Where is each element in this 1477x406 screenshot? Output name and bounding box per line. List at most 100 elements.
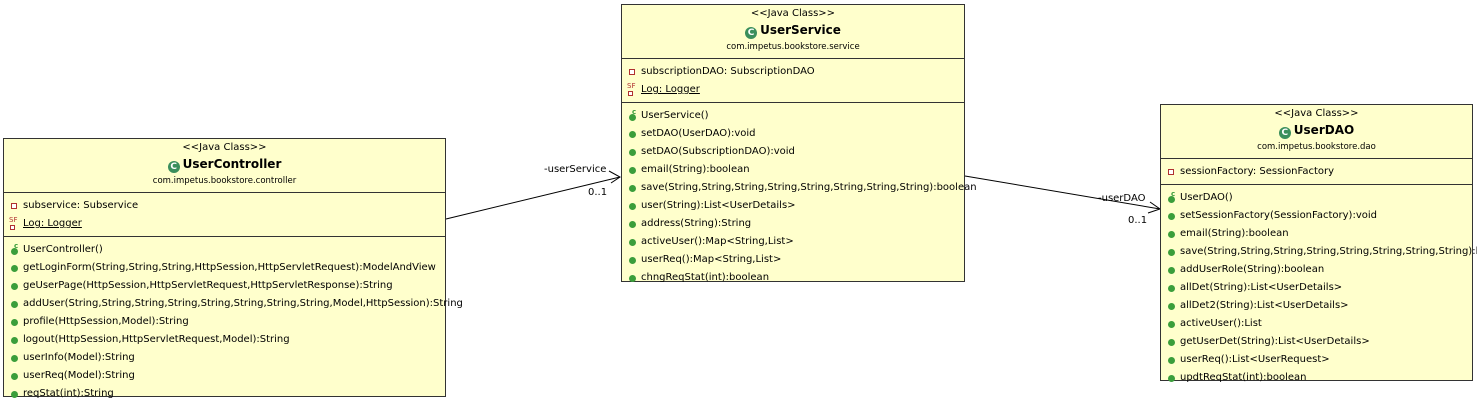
method-row: allDet(String):List<UserDetails> bbox=[1161, 279, 1472, 297]
private-icon bbox=[629, 69, 635, 75]
association-line-service-dao bbox=[964, 175, 1161, 210]
method-row: reqStat(int):String bbox=[4, 385, 445, 403]
public-icon bbox=[629, 239, 636, 246]
public-icon bbox=[11, 391, 18, 398]
method-row: getUserDet(String):List<UserDetails> bbox=[1161, 333, 1472, 351]
public-icon bbox=[629, 257, 636, 264]
public-icon bbox=[629, 167, 636, 174]
multiplicity-label-userservice: 0..1 bbox=[588, 187, 608, 198]
role-label-userdao: -userDAO bbox=[1098, 193, 1146, 204]
public-icon bbox=[629, 275, 636, 282]
public-icon bbox=[629, 185, 636, 192]
stereotype-label: <<Java Class>> bbox=[182, 142, 267, 153]
method-row: email(String):boolean bbox=[622, 161, 964, 179]
field-row: subservice: Subservice bbox=[4, 197, 445, 215]
static-final-icon: SF bbox=[9, 216, 18, 224]
public-icon bbox=[11, 301, 18, 308]
public-icon bbox=[1168, 231, 1175, 238]
fields-section: sessionFactory: SessionFactory bbox=[1161, 159, 1472, 185]
field-row: sessionFactory: SessionFactory bbox=[1161, 163, 1472, 181]
method-row: setDAO(SubscriptionDAO):void bbox=[622, 143, 964, 161]
method-row: profile(HttpSession,Model):String bbox=[4, 313, 445, 331]
public-icon bbox=[1168, 321, 1175, 328]
method-row: getLoginForm(String,String,String,HttpSe… bbox=[4, 259, 445, 277]
stereotype-label: <<Java Class>> bbox=[750, 8, 836, 19]
package-label: com.impetus.bookstore.service bbox=[726, 42, 860, 52]
stereotype-label: <<Java Class>> bbox=[1274, 108, 1359, 119]
field-row: subscriptionDAO: SubscriptionDAO bbox=[622, 63, 964, 81]
public-icon bbox=[1168, 285, 1175, 292]
method-row: save(String,String,String,String,String,… bbox=[1161, 243, 1477, 261]
method-row: updtReqStat(int):boolean bbox=[1161, 369, 1472, 387]
method-row: setSessionFactory(SessionFactory):void bbox=[1161, 207, 1472, 225]
method-row: user(String):List<UserDetails> bbox=[622, 197, 964, 215]
method-row: addUserRole(String):boolean bbox=[1161, 261, 1472, 279]
public-icon bbox=[11, 319, 18, 326]
method-row: userReq():Map<String,List> bbox=[622, 251, 964, 269]
method-row: userReq(Model):String bbox=[4, 367, 445, 385]
class-icon: C bbox=[745, 27, 758, 39]
package-label: com.impetus.bookstore.controller bbox=[152, 176, 297, 186]
association-line-controller-service bbox=[445, 176, 621, 220]
method-row: addUser(String,String,String,String,Stri… bbox=[4, 295, 463, 313]
constructor-icon bbox=[1168, 196, 1175, 203]
association-arrowhead-service bbox=[608, 170, 621, 184]
method-row: activeUser():List bbox=[1161, 315, 1472, 333]
public-icon bbox=[11, 355, 18, 362]
method-row: save(String,String,String,String,String,… bbox=[622, 179, 977, 197]
constructor-icon bbox=[629, 114, 636, 121]
constructor-icon bbox=[11, 248, 18, 255]
method-row: userReq():List<UserRequest> bbox=[1161, 351, 1472, 369]
method-row: setDAO(UserDAO):void bbox=[622, 125, 964, 143]
public-icon bbox=[629, 149, 636, 156]
public-icon bbox=[629, 131, 636, 138]
public-icon bbox=[11, 373, 18, 380]
method-row: email(String):boolean bbox=[1161, 225, 1472, 243]
method-row: logout(HttpSession,HttpServletRequest,Mo… bbox=[4, 331, 445, 349]
public-icon bbox=[1168, 339, 1175, 346]
public-icon bbox=[11, 265, 18, 272]
public-icon bbox=[629, 221, 636, 228]
class-icon: C bbox=[167, 161, 180, 173]
public-icon bbox=[629, 203, 636, 210]
public-icon bbox=[11, 283, 18, 290]
private-icon bbox=[11, 203, 17, 209]
public-icon bbox=[11, 337, 18, 344]
method-row: userInfo(Model):String bbox=[4, 349, 445, 367]
public-icon bbox=[1168, 357, 1175, 364]
public-icon bbox=[1168, 267, 1175, 274]
public-icon bbox=[1168, 375, 1175, 382]
public-icon bbox=[1168, 303, 1175, 310]
public-icon bbox=[1168, 213, 1175, 220]
method-row: activeUser():Map<String,List> bbox=[622, 233, 964, 251]
static-final-icon: SF bbox=[627, 82, 636, 90]
method-row: allDet2(String):List<UserDetails> bbox=[1161, 297, 1472, 315]
method-row: chngReqStat(int):boolean bbox=[622, 269, 964, 287]
method-row: geUserPage(HttpSession,HttpServletReques… bbox=[4, 277, 445, 295]
public-icon bbox=[1168, 249, 1175, 256]
method-row: address(String):String bbox=[622, 215, 964, 233]
class-icon: C bbox=[1278, 127, 1291, 139]
private-icon bbox=[1168, 169, 1174, 175]
role-label-userservice: -userService bbox=[544, 164, 607, 175]
